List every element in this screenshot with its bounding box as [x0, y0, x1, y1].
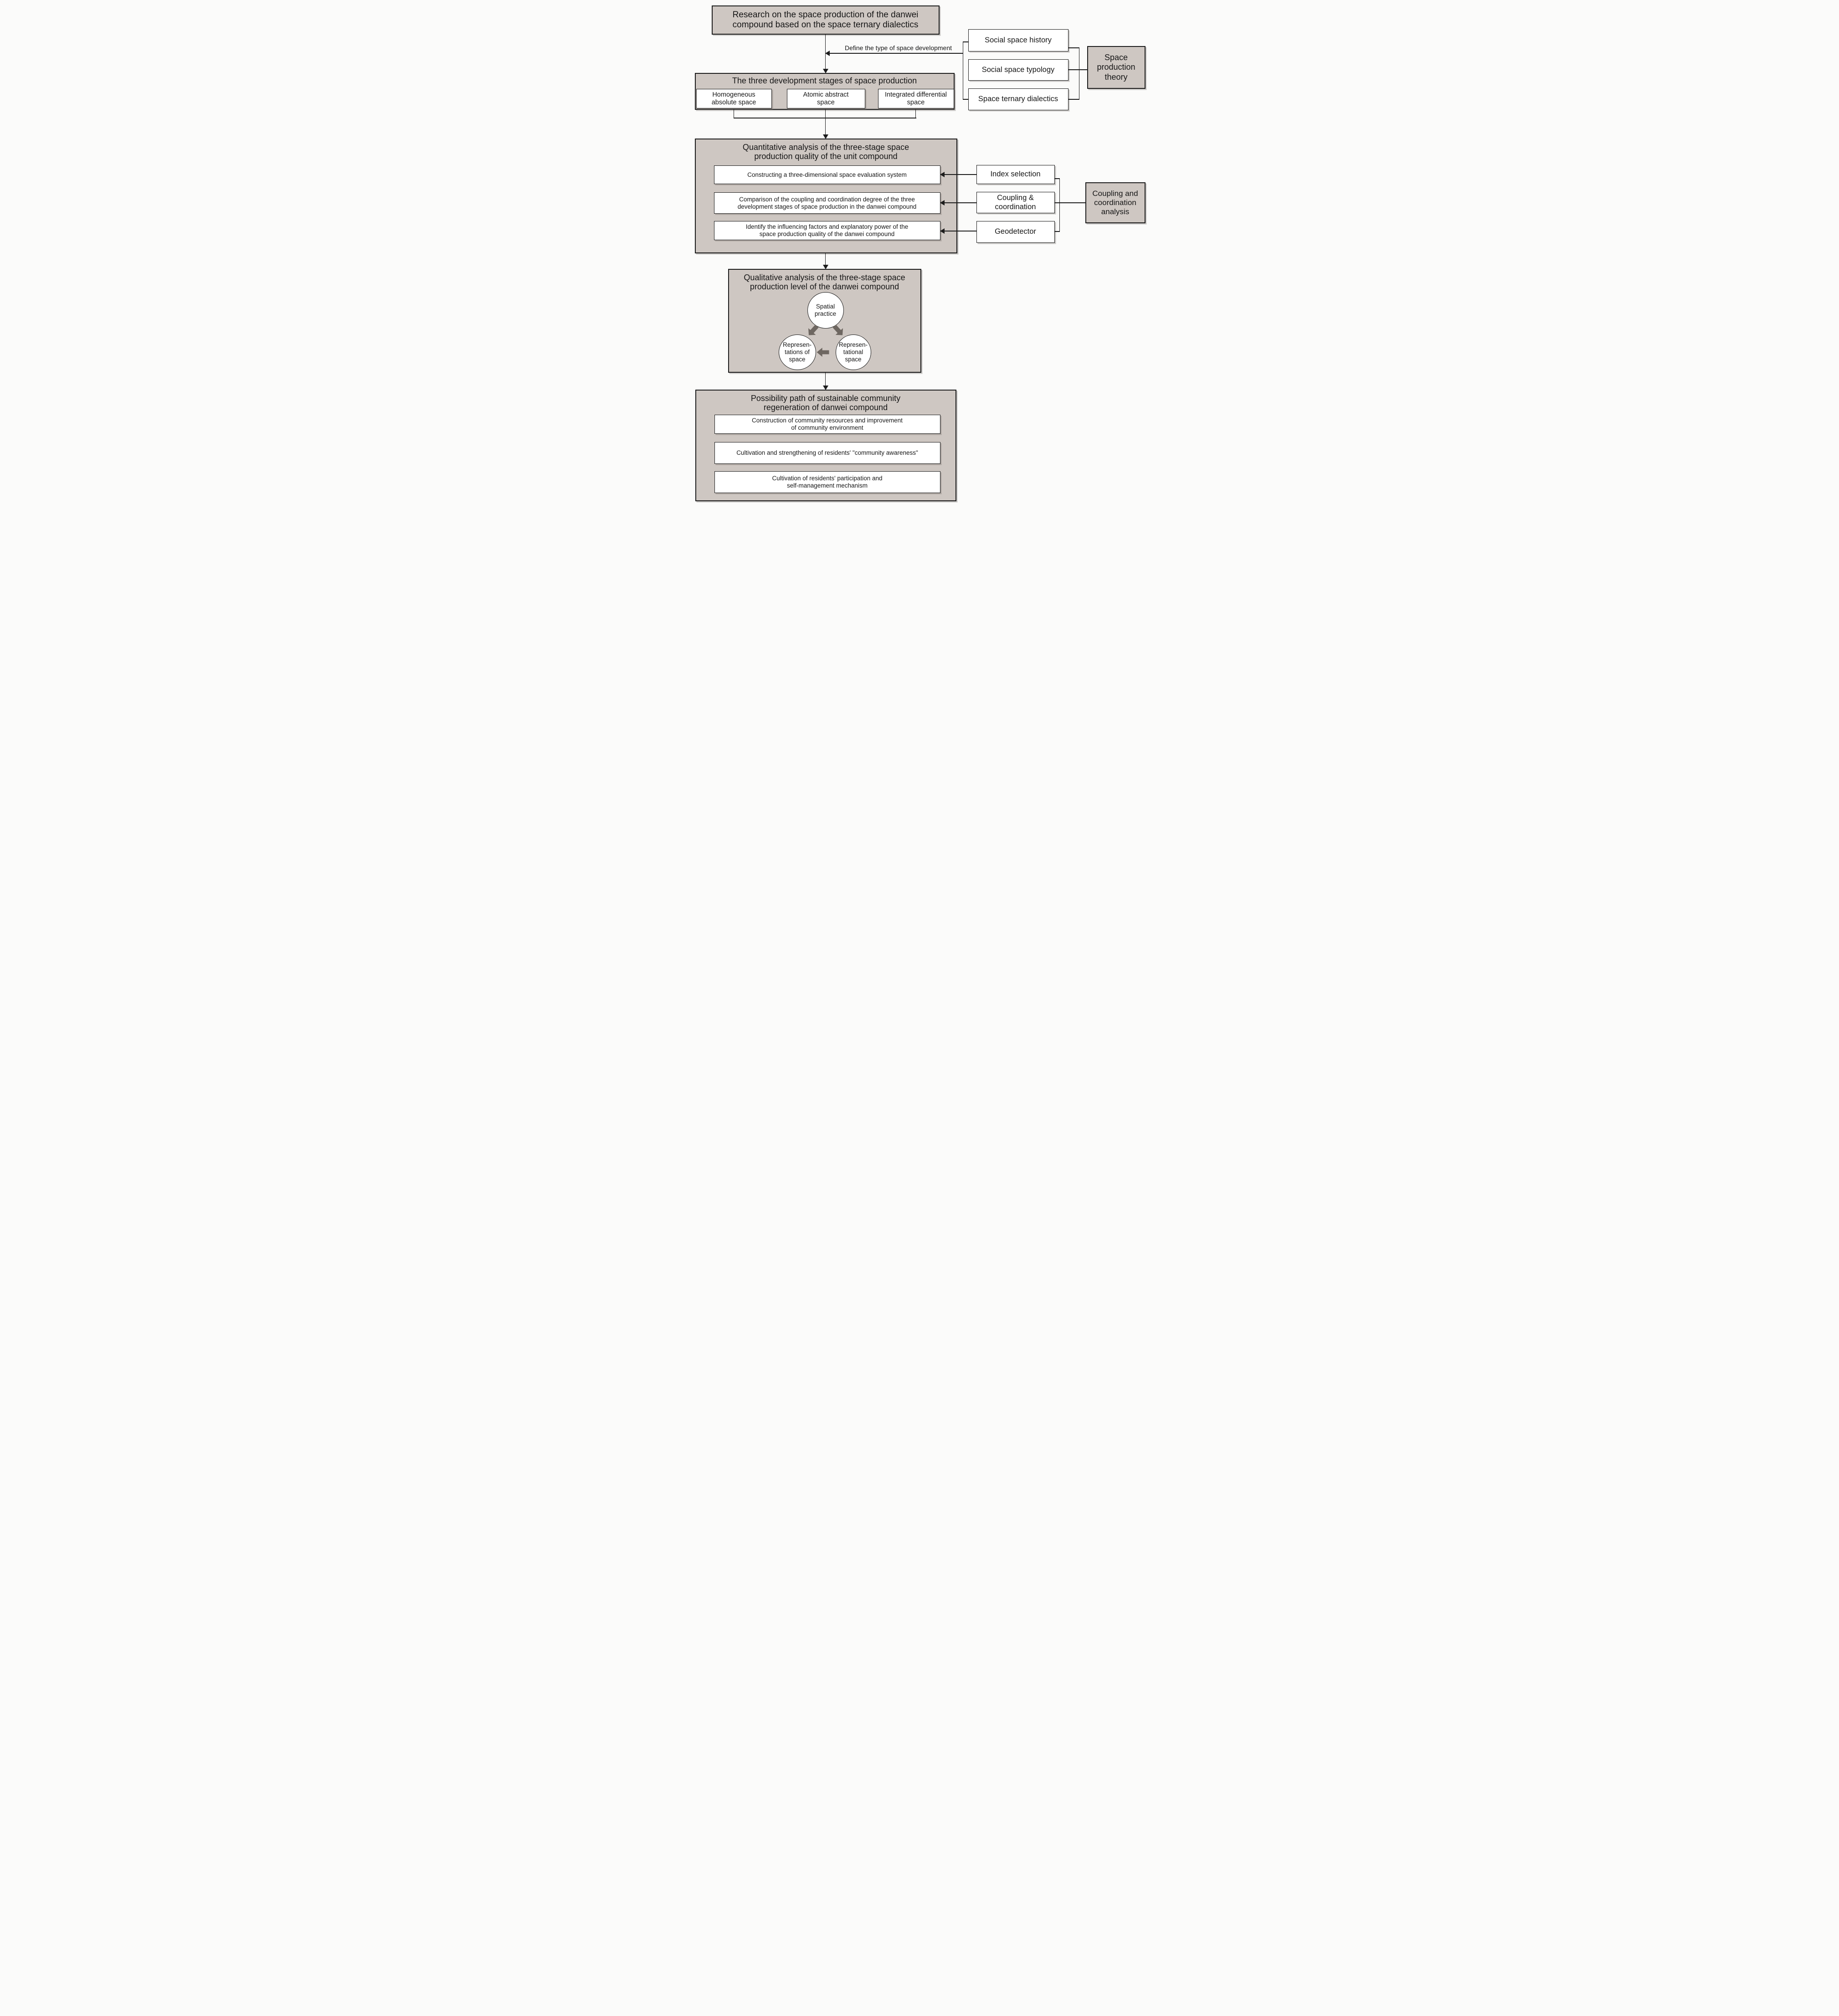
spatial-practice-text: Spatial practice [814, 303, 837, 317]
representational-space-circle: Represen- tational space [835, 334, 871, 370]
arrowhead-down-icon [822, 386, 828, 390]
method-connector-2 [944, 202, 976, 203]
residents-participation-box: Cultivation of residents' participation … [714, 471, 940, 493]
analysis-summary-link [1054, 202, 1085, 203]
space-production-theory-text: Space production theory [1097, 53, 1135, 82]
index-selection-box: Index selection [976, 165, 1055, 184]
coupling-coordination-box: Coupling & coordination [976, 192, 1055, 213]
social-space-typology-box: Social space typology [968, 59, 1068, 81]
arrowhead-left-icon [825, 51, 830, 56]
arrowhead-down-icon [822, 134, 828, 139]
arrowhead-down-icon [822, 69, 828, 73]
connector-spine-4 [825, 373, 826, 386]
coupling-comparison-text: Comparison of the coupling and coordinat… [737, 195, 917, 210]
arrowhead-left-icon [940, 172, 945, 177]
theory-right-stub-1 [1068, 47, 1079, 48]
community-awareness-box: Cultivation and strengthening of residen… [714, 442, 940, 464]
community-resources-box: Construction of community resources and … [714, 415, 940, 434]
connector-spine-2 [825, 118, 826, 134]
evaluation-system-box: Constructing a three-dimensional space e… [714, 165, 940, 184]
research-topic-text: Research on the space production of the … [732, 10, 919, 30]
residents-participation-text: Cultivation of residents' participation … [772, 475, 883, 489]
define-type-label: Define the type of space development [844, 44, 952, 51]
space-ternary-dialectics-text: Space ternary dialectics [978, 95, 1058, 103]
coupling-analysis-text: Coupling and coordination analysis [1092, 189, 1138, 216]
theory-left-bracket-line [962, 41, 963, 99]
define-type-arrow-line [827, 53, 963, 54]
arrowhead-left-icon [940, 200, 945, 206]
quantitative-analysis-title: Quantitative analysis of the three-stage… [742, 143, 909, 161]
social-space-history-box: Social space history [968, 29, 1068, 51]
qualitative-analysis-title: Qualitative analysis of the three-stage … [744, 273, 905, 292]
coupling-comparison-box: Comparison of the coupling and coordinat… [714, 192, 940, 214]
representational-space-text: Represen- tational space [838, 341, 868, 363]
methods-right-bracket-line [1059, 178, 1060, 231]
homogeneous-absolute-space-text: Homogeneous absolute space [711, 91, 756, 106]
theory-summary-link [1068, 69, 1087, 70]
geodetector-box: Geodetector [976, 221, 1055, 243]
social-space-typology-text: Social space typology [981, 65, 1055, 74]
stages-stub-2 [825, 109, 826, 118]
possibility-path-title: Possibility path of sustainable communit… [750, 394, 901, 412]
methods-right-stub-1 [1054, 178, 1060, 179]
theory-left-stub-3 [962, 99, 969, 100]
representations-of-space-circle: Represen- tations of space [778, 334, 816, 370]
geodetector-text: Geodetector [995, 227, 1036, 236]
atomic-abstract-space-box: Atomic abstract space [786, 89, 865, 108]
integrated-differential-space-text: Integrated differential space [885, 91, 947, 106]
stages-stub-3 [915, 109, 916, 118]
flowchart-canvas: Research on the space production of the … [689, 0, 1150, 504]
influencing-factors-text: Identify the influencing factors and exp… [745, 223, 909, 237]
social-space-history-text: Social space history [985, 36, 1052, 44]
space-ternary-dialectics-box: Space ternary dialectics [968, 88, 1068, 110]
representations-of-space-text: Represen- tations of space [782, 341, 812, 363]
research-topic-box: Research on the space production of the … [711, 5, 940, 35]
index-selection-text: Index selection [990, 170, 1041, 179]
community-awareness-text: Cultivation and strengthening of residen… [736, 449, 918, 457]
coupling-coordination-text: Coupling & coordination [995, 194, 1036, 211]
community-resources-text: Construction of community resources and … [752, 417, 903, 431]
connector-spine-3 [825, 253, 826, 265]
space-production-theory-box: Space production theory [1087, 46, 1146, 89]
development-stages-title: The three development stages of space pr… [732, 76, 917, 85]
methods-right-stub-3 [1054, 231, 1060, 232]
theory-left-stub-1 [962, 41, 969, 42]
spatial-practice-circle: Spatial practice [807, 292, 844, 329]
method-connector-1 [944, 174, 976, 175]
arrowhead-left-icon [940, 228, 945, 234]
theory-right-stub-3 [1068, 99, 1079, 100]
influencing-factors-box: Identify the influencing factors and exp… [714, 221, 940, 240]
evaluation-system-text: Constructing a three-dimensional space e… [747, 171, 907, 178]
theory-right-bracket-line [1079, 47, 1080, 99]
stages-stub-1 [733, 109, 734, 118]
homogeneous-absolute-space-box: Homogeneous absolute space [696, 89, 772, 108]
integrated-differential-space-box: Integrated differential space [878, 89, 954, 108]
arrowhead-down-icon [822, 265, 828, 269]
atomic-abstract-space-text: Atomic abstract space [803, 91, 849, 106]
coupling-analysis-box: Coupling and coordination analysis [1085, 182, 1146, 223]
